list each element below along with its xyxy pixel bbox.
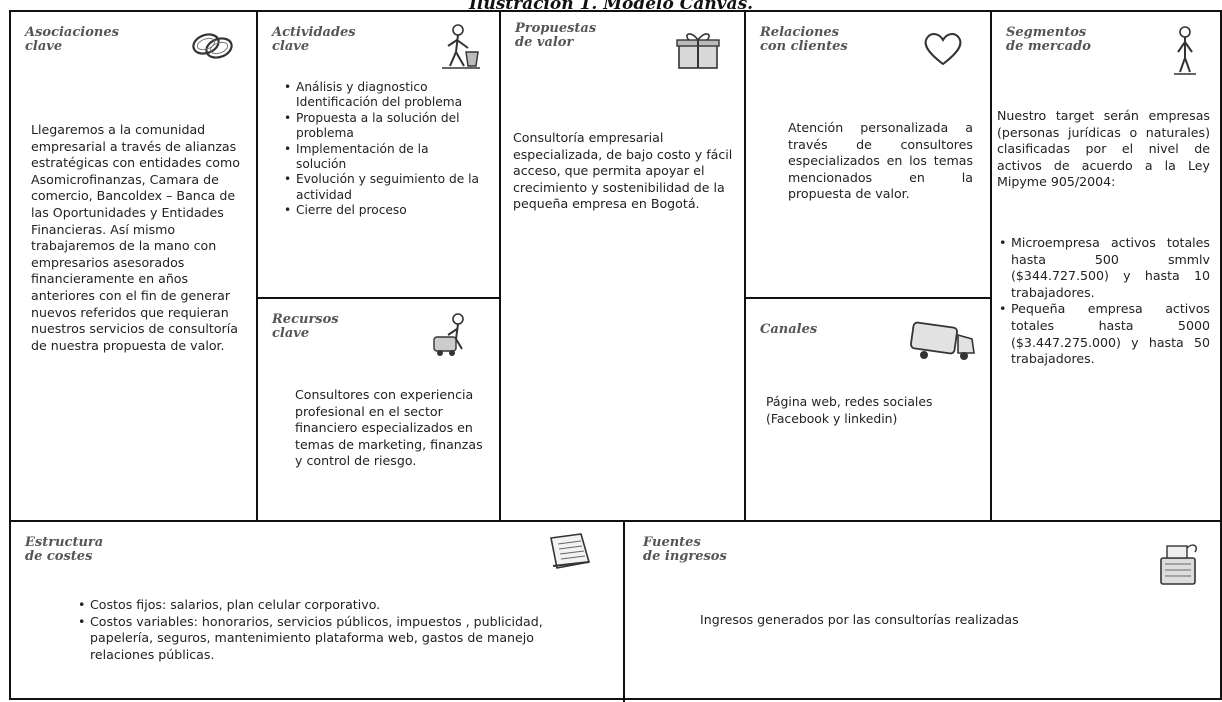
business-model-canvas: Asociaciones clave Llegaremos a la comun… [9,10,1222,702]
cell-propuesta-de-valor: Propuestas de valor Consultoría empresar… [501,12,746,522]
cell-title: Fuentes de ingresos [643,535,727,564]
segmentos-list: Microempresa activos totales hasta 500 s… [997,235,1210,368]
cash-register-icon [1160,544,1197,585]
cell-title: Estructura de costes [25,535,104,564]
list-item: Propuesta a la solución del problema [284,111,482,142]
segmentos-intro: Nuestro target serán empresas (personas … [997,108,1210,190]
relaciones-text: Atención personalizada a través de consu… [788,120,973,202]
actividades-list: Análisis y diagnostico Identificación de… [282,80,482,219]
list-item: Análisis y diagnostico Identificación de… [284,80,482,111]
cell-relaciones-con-clientes: Relaciones con clientes Atención persona… [746,12,992,299]
cell-title: Actividades clave [272,25,356,54]
cell-estructura-de-costes: Estructura de costes Costos fijos: salar… [11,522,625,702]
person-icon [1174,26,1196,75]
gift-box-icon [676,33,720,69]
heart-icon [924,33,962,66]
delivery-truck-icon [910,321,975,360]
costes-list: Costos fijos: salarios, plan celular cor… [76,597,556,663]
list-item: Evolución y seguimiento de la actividad [284,172,482,203]
cell-title: Segmentos de mercado [1006,25,1091,54]
cell-canales: Canales Página web, redes sociales (Face… [746,299,992,522]
cell-title: Recursos clave [272,312,339,341]
list-item: Costos fijos: salarios, plan celular cor… [78,597,556,614]
cell-actividades-clave: Actividades clave Análisis y diagnostico… [258,12,501,299]
asociaciones-text: Llegaremos a la comunidad empresarial a … [31,122,240,353]
cell-title: Propuestas de valor [515,21,597,50]
list-item: Cierre del proceso [284,203,482,219]
document-icon [550,533,591,569]
propuesta-text: Consultoría empresarial especializada, d… [513,130,733,212]
chain-link-icon [192,33,233,59]
list-item: Pequeña empresa activos totales hasta 50… [999,301,1210,367]
cell-title: Relaciones con clientes [760,25,848,54]
worker-with-machine-icon [433,313,464,356]
worker-icon [442,24,480,69]
cell-title: Asociaciones clave [25,25,119,54]
recursos-text: Consultores con experiencia profesional … [295,387,483,469]
cell-fuentes-de-ingresos: Fuentes de ingresos Ingresos generados p… [625,522,1220,702]
cell-recursos-clave: Recursos clave Consultores con experienc… [258,299,501,522]
list-item: Costos variables: honorarios, servicios … [78,614,556,664]
list-item: Microempresa activos totales hasta 500 s… [999,235,1210,301]
cell-asociaciones-clave: Asociaciones clave Llegaremos a la comun… [11,12,258,522]
ingresos-text: Ingresos generados por las consultorías … [700,612,1019,627]
cell-title: Canales [760,322,818,337]
canales-text: Página web, redes sociales (Facebook y l… [766,394,933,426]
cell-segmentos-de-mercado: Segmentos de mercado Nuestro target será… [992,12,1220,522]
list-item: Implementación de la solución [284,142,482,173]
